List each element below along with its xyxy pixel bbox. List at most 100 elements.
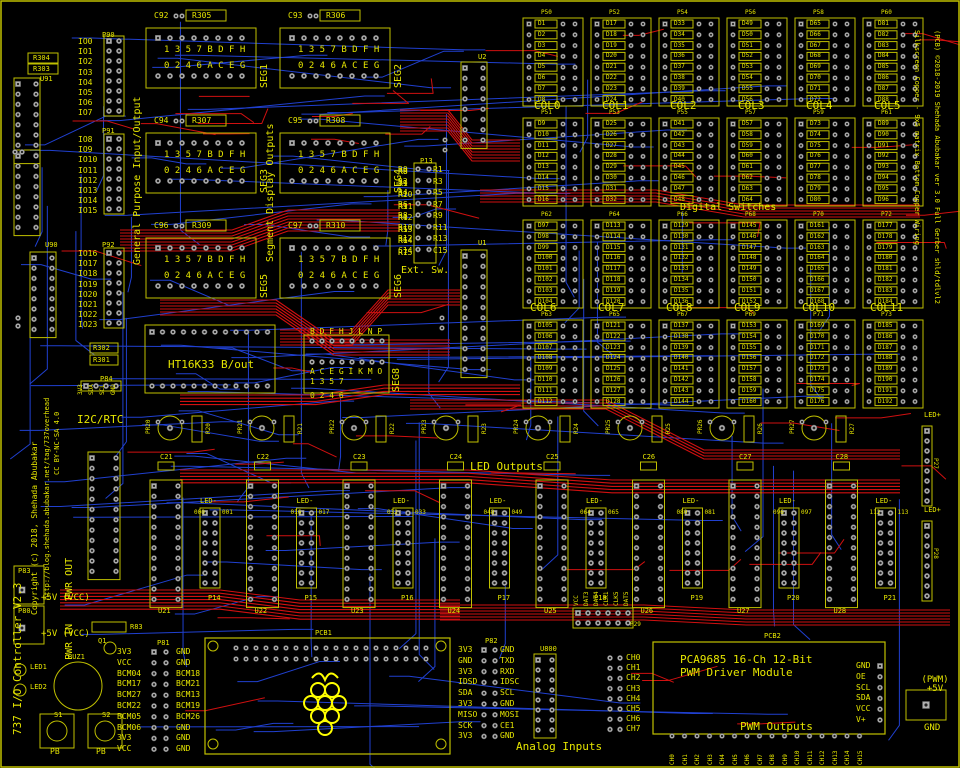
diode bbox=[670, 375, 694, 385]
pad-hole bbox=[595, 87, 599, 90]
u1b-chip bbox=[87, 451, 121, 581]
diode bbox=[874, 173, 898, 183]
pad-hole bbox=[463, 87, 467, 90]
pad-hole bbox=[867, 368, 871, 371]
pad-hole bbox=[697, 268, 701, 271]
col-label: COL4 bbox=[806, 99, 833, 112]
pad-hole bbox=[107, 271, 111, 275]
pad-hole bbox=[663, 346, 667, 349]
pad-hole bbox=[117, 99, 121, 103]
top-trace bbox=[410, 402, 900, 454]
pad-hole bbox=[782, 561, 786, 565]
pad-hole bbox=[901, 22, 905, 26]
diode-label: D189 bbox=[878, 365, 893, 373]
pwm-out-label: CH14 bbox=[844, 750, 851, 765]
pad-hole bbox=[777, 235, 781, 238]
col-label: COL9 bbox=[734, 301, 761, 314]
uart-right-label: GND bbox=[500, 731, 515, 741]
pad-hole bbox=[314, 36, 318, 40]
pad-hole bbox=[481, 296, 485, 299]
pad-hole bbox=[901, 400, 905, 403]
pad-hole bbox=[300, 581, 303, 585]
pad-hole bbox=[765, 87, 769, 90]
diode bbox=[670, 221, 694, 231]
pad-hole bbox=[414, 646, 418, 650]
diode bbox=[738, 286, 762, 296]
pad-hole bbox=[799, 357, 803, 360]
pad-hole bbox=[273, 577, 276, 580]
diode bbox=[534, 343, 558, 353]
pad-hole bbox=[527, 246, 531, 249]
io-label: IO5 bbox=[78, 88, 93, 97]
pad-hole bbox=[828, 556, 831, 560]
diode-label: D148 bbox=[742, 254, 757, 262]
pad-hole bbox=[362, 36, 366, 40]
seg8-display bbox=[303, 334, 390, 394]
pad-hole bbox=[663, 400, 667, 403]
pad-hole bbox=[561, 346, 565, 349]
pad-hole bbox=[527, 155, 531, 158]
pad-hole bbox=[618, 707, 622, 711]
pad-hole bbox=[641, 66, 645, 69]
pad-hole bbox=[663, 98, 667, 101]
pad-hole bbox=[845, 66, 849, 69]
pad-hole bbox=[629, 324, 633, 328]
bottom-trace bbox=[888, 499, 900, 741]
pad-hole bbox=[562, 556, 566, 560]
pad-hole bbox=[216, 141, 220, 145]
diode-label: D69 bbox=[810, 63, 821, 71]
diode bbox=[874, 195, 898, 205]
diode bbox=[534, 195, 558, 205]
diode-label: D131 bbox=[674, 243, 689, 251]
pad-hole bbox=[156, 179, 160, 183]
io-label: IO4 bbox=[78, 77, 93, 87]
pad-hole bbox=[731, 133, 735, 136]
pad-hole bbox=[901, 144, 905, 147]
pad-hole bbox=[192, 330, 196, 334]
ext-right-label: R1 bbox=[433, 165, 443, 174]
pad-hole bbox=[34, 133, 38, 137]
pad-hole bbox=[493, 724, 497, 727]
pad-hole bbox=[925, 584, 929, 588]
pad-hole bbox=[745, 734, 749, 738]
pad-hole bbox=[845, 176, 849, 180]
diode-label: D23 bbox=[606, 84, 617, 92]
pad-hole bbox=[573, 76, 577, 80]
pad-hole bbox=[536, 688, 540, 692]
pad-hole bbox=[777, 187, 781, 190]
pad-hole bbox=[755, 495, 759, 498]
pad-hole bbox=[369, 495, 373, 498]
diode-label: D112 bbox=[538, 397, 553, 405]
io-label: IO9 bbox=[78, 145, 93, 155]
diode bbox=[602, 173, 626, 183]
pad-hole bbox=[117, 79, 121, 83]
pad-hole bbox=[562, 484, 566, 488]
pad-hole bbox=[777, 324, 781, 328]
diode-label: D171 bbox=[810, 343, 825, 351]
diode bbox=[670, 253, 694, 263]
ext-switch-label: Ext. Sw. bbox=[401, 265, 450, 276]
pad-hole bbox=[573, 22, 577, 26]
pad-hole bbox=[352, 426, 356, 430]
adc-channel-label: CH1 bbox=[626, 663, 641, 673]
pad-hole bbox=[562, 495, 566, 498]
led-header-label: P15 bbox=[304, 594, 318, 602]
top-trace bbox=[905, 210, 960, 216]
diode bbox=[806, 397, 830, 407]
pad-hole bbox=[595, 235, 599, 238]
diode bbox=[874, 264, 898, 274]
pad-hole bbox=[733, 734, 736, 738]
pad-hole bbox=[527, 87, 531, 90]
diode bbox=[874, 84, 898, 94]
pad-hole bbox=[442, 577, 445, 580]
pad-hole bbox=[396, 571, 400, 575]
pad-hole bbox=[599, 561, 603, 565]
io-label: IO19 bbox=[78, 279, 98, 289]
pad-hole bbox=[777, 144, 781, 147]
pad-hole bbox=[50, 267, 54, 270]
pad-hole bbox=[107, 157, 111, 161]
pad-hole bbox=[561, 55, 565, 58]
diode bbox=[602, 321, 626, 331]
pad-hole bbox=[867, 87, 871, 90]
bottom-trace bbox=[362, 50, 464, 78]
